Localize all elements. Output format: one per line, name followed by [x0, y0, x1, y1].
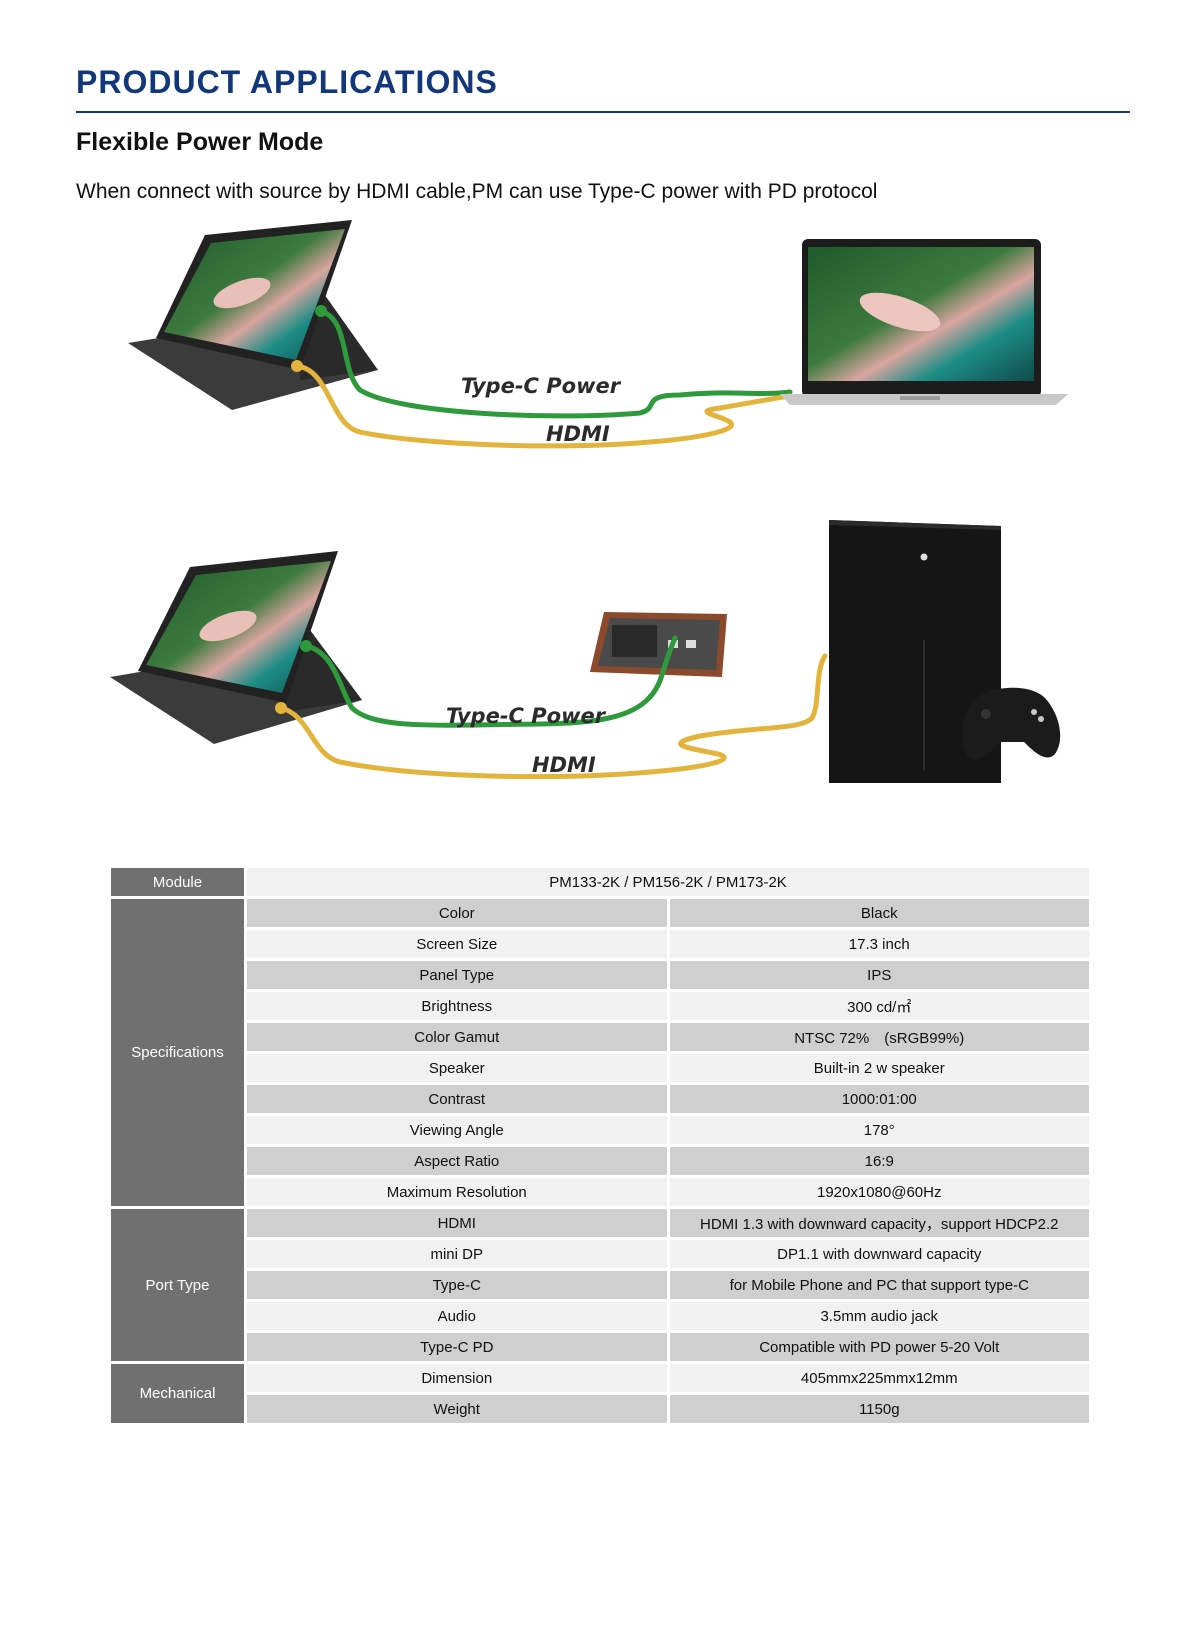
spec-value: HDMI 1.3 with downward capacity，support …: [669, 1209, 1089, 1237]
laptop: [780, 239, 1068, 405]
spec-value: IPS: [669, 961, 1089, 989]
table-row: Panel Type IPS: [111, 961, 1089, 989]
spec-label: Audio: [247, 1302, 667, 1330]
module-label: Module: [111, 868, 244, 896]
spec-value: for Mobile Phone and PC that support typ…: [669, 1271, 1089, 1299]
spec-value: 405mmx225mmx12mm: [669, 1364, 1089, 1392]
spec-label: Maximum Resolution: [247, 1178, 667, 1206]
spec-label: mini DP: [247, 1240, 667, 1268]
group-mechanical: Mechanical: [111, 1364, 244, 1423]
table-row: mini DP DP1.1 with downward capacity: [111, 1240, 1089, 1268]
group-specifications: Specifications: [111, 899, 244, 1206]
table-row: Specifications Color Black: [111, 899, 1089, 1206]
portable-monitor: [110, 551, 362, 744]
table-row: Type-C for Mobile Phone and PC that supp…: [111, 1271, 1089, 1299]
console-connection-diagram: Type-C Power HDMI: [110, 520, 1061, 783]
spec-label: Type-C: [247, 1271, 667, 1299]
spec-label: Color Gamut: [247, 1023, 667, 1051]
spec-label: Type-C PD: [247, 1333, 667, 1361]
table-row: Maximum Resolution 1920x1080@60Hz: [111, 1178, 1089, 1206]
module-value: PM133-2K / PM156-2K / PM173-2K: [247, 868, 1089, 896]
table-row: Color Gamut NTSC 72% (sRGB99%): [111, 1023, 1089, 1051]
table-row: Aspect Ratio 16:9: [111, 1147, 1089, 1175]
spec-value: Black: [669, 899, 1089, 927]
module-row: Module PM133-2K / PM156-2K / PM173-2K: [111, 868, 1089, 896]
spec-value: 17.3 inch: [669, 930, 1089, 958]
type-c-power-cable: [303, 635, 678, 728]
game-console: [829, 520, 1001, 783]
type-c-power-label: Type-C Power: [446, 704, 607, 728]
table-row: Type-C PD Compatible with PD power 5-20 …: [111, 1333, 1089, 1361]
group-port-type: Port Type: [111, 1209, 244, 1361]
table-row: Speaker Built-in 2 w speaker: [111, 1054, 1089, 1082]
type-c-power-label: Type-C Power: [461, 374, 622, 398]
power-socket: [590, 612, 727, 677]
spec-label: HDMI: [247, 1209, 667, 1237]
title-divider: [76, 111, 1130, 113]
spec-value: 16:9: [669, 1147, 1089, 1175]
spec-value: Compatible with PD power 5-20 Volt: [669, 1333, 1089, 1361]
hdmi-cable: [294, 363, 793, 449]
spec-label: Brightness: [247, 992, 667, 1020]
spec-value: DP1.1 with downward capacity: [669, 1240, 1089, 1268]
hdmi-label: HDMI: [532, 753, 596, 777]
spec-table: Module PM133-2K / PM156-2K / PM173-2K Sp…: [108, 865, 1092, 1426]
laptop-connection-diagram: Type-C Power HDMI: [128, 220, 1068, 449]
spec-value: 1920x1080@60Hz: [669, 1178, 1089, 1206]
spec-label: Dimension: [247, 1364, 667, 1392]
intro-text: When connect with source by HDMI cable,P…: [76, 180, 878, 203]
table-row: Screen Size 17.3 inch: [111, 930, 1089, 958]
spec-label: Weight: [247, 1395, 667, 1423]
spec-value: 1150g: [669, 1395, 1089, 1423]
hdmi-label: HDMI: [546, 422, 610, 446]
type-c-power-cable: [318, 308, 793, 419]
spec-value: 300 cd/㎡: [669, 992, 1089, 1020]
spec-value: 1000:01:00: [669, 1085, 1089, 1113]
game-controller: [962, 687, 1061, 760]
portable-monitor: [128, 220, 378, 410]
spec-label: Speaker: [247, 1054, 667, 1082]
spec-value: 178°: [669, 1116, 1089, 1144]
spec-label: Screen Size: [247, 930, 667, 958]
hdmi-cable: [278, 653, 828, 780]
table-row: Viewing Angle 178°: [111, 1116, 1089, 1144]
spec-label: Color: [247, 899, 667, 927]
spec-label: Aspect Ratio: [247, 1147, 667, 1175]
spec-value: 3.5mm audio jack: [669, 1302, 1089, 1330]
spec-value: Built-in 2 w speaker: [669, 1054, 1089, 1082]
table-row: Contrast 1000:01:00: [111, 1085, 1089, 1113]
spec-value: NTSC 72% (sRGB99%): [669, 1023, 1089, 1051]
table-row: Weight 1150g: [111, 1395, 1089, 1423]
table-row: Port Type HDMI HDMI 1.3 with downward ca…: [111, 1209, 1089, 1361]
section-title: PRODUCT APPLICATIONS: [76, 64, 498, 100]
table-row: Audio 3.5mm audio jack: [111, 1302, 1089, 1330]
sub-title: Flexible Power Mode: [76, 128, 324, 156]
spec-label: Viewing Angle: [247, 1116, 667, 1144]
spec-label: Panel Type: [247, 961, 667, 989]
table-row: Mechanical Dimension 405mmx225mmx12mm: [111, 1364, 1089, 1423]
table-row: Brightness 300 cd/㎡: [111, 992, 1089, 1020]
spec-label: Contrast: [247, 1085, 667, 1113]
